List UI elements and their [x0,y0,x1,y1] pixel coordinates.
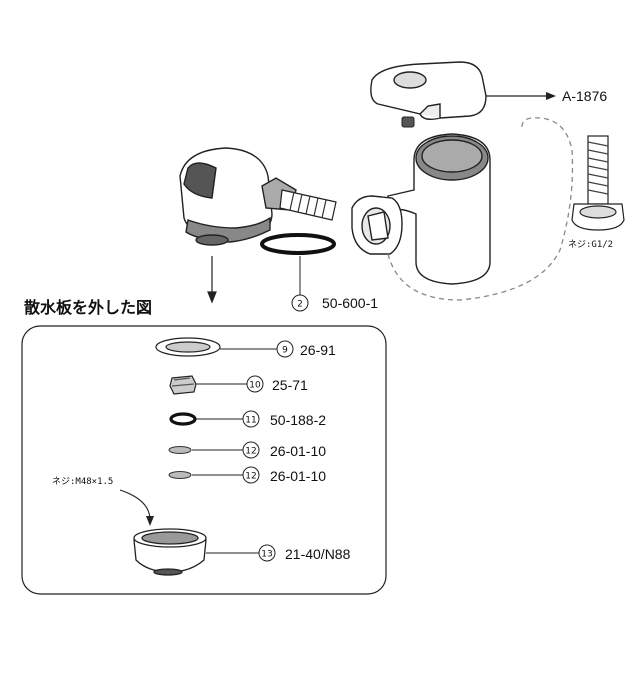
down-arrow [207,256,217,304]
part-label: 26-91 [300,342,336,358]
thread-label-hose: ネジ:G1/2 [568,239,613,250]
part-label-a1876: A-1876 [562,88,607,104]
shower-head [179,147,297,246]
callout-number: 11 [245,416,256,426]
callout-2: 2 50-600-1 [291,256,378,312]
callout-9: 9 26-91 [220,340,336,358]
hose-spring [279,189,337,221]
hose-fitting [571,135,625,231]
callout-10: 10 25-71 [196,375,308,393]
section-title: 散水板を外した図 [24,298,152,317]
hose-path [387,117,574,301]
part-label: 21-40/N88 [285,546,351,562]
part-label: 50-600-1 [322,295,378,311]
washer-12b [168,471,192,479]
thread-pointer [119,489,151,521]
part-label: 26-01-10 [270,443,326,459]
faucet-body [351,133,491,285]
callout-number: 13 [261,550,272,560]
callout-11: 11 50-188-2 [196,410,326,428]
part-label: 50-188-2 [270,412,326,428]
callout-number: 9 [282,346,288,356]
set-screw [401,116,415,128]
washer-12a [168,446,192,454]
o-ring-2 [260,233,336,255]
callout-a1876: A-1876 [486,88,607,104]
detail-frame [21,325,387,595]
cap-nut [133,528,207,576]
callout-12b: 12 26-01-10 [192,466,326,484]
callout-12a: 12 26-01-10 [192,441,326,459]
thread-label-cap: ネジ:M48×1.5 [52,476,113,487]
callout-number: 10 [249,381,261,391]
o-ring-11 [169,412,197,426]
hex-nut [169,375,197,395]
callout-number: 12 [245,472,256,482]
part-label: 25-71 [272,377,308,393]
callout-13: 13 21-40/N88 [206,544,351,562]
part-label: 26-01-10 [270,468,326,484]
callout-number: 12 [245,447,256,457]
lever-handle [370,61,487,121]
spray-plate [155,337,221,357]
callout-number: 2 [297,300,303,310]
